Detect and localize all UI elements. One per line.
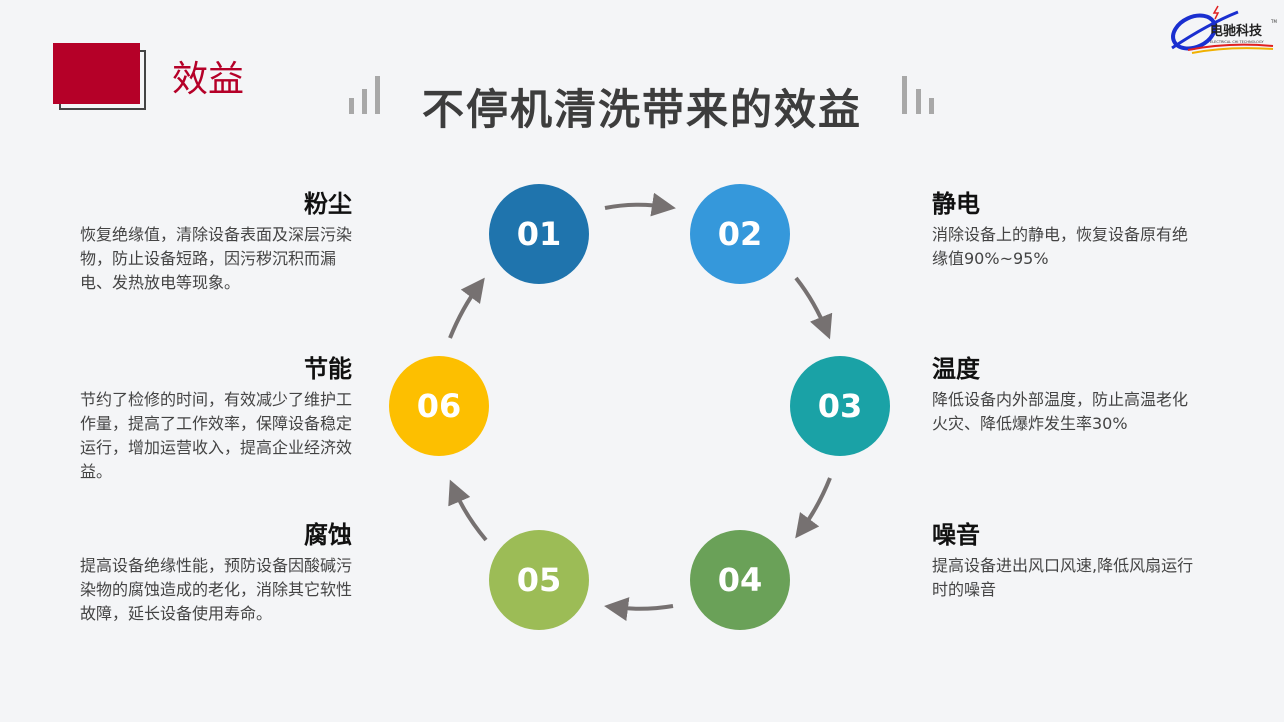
benefit-desc: 节约了检修的时间，有效减少了维护工作量，提高了工作效率，保障设备稳定运行，增加运… (80, 390, 353, 481)
benefit-title: 节能 (304, 355, 352, 383)
section-tag-block (53, 43, 140, 104)
arrow-01-02 (604, 192, 676, 217)
main-title: 不停机清洗带来的效益 (421, 85, 862, 134)
benefit-title: 粉尘 (304, 190, 352, 218)
benefit-title: 腐蚀 (304, 521, 352, 549)
benefit-desc: 提高设备进出风口风速,降低风扇运行时的噪音 (932, 556, 1194, 599)
step-circle-01: 01 (489, 184, 589, 284)
benefit-desc: 恢复绝缘值，清除设备表面及深层污染物，防止设备短路，因污秽沉积而漏电、发热放电等… (80, 225, 353, 292)
step-circle-03: 03 (790, 356, 890, 456)
title-deco-bar (916, 89, 921, 114)
benefit-noise: 噪音 提高设备进出风口风速,降低风扇运行时的噪音 (932, 515, 1202, 602)
section-title: 效益 (172, 59, 245, 100)
step-circle-06: 06 (389, 356, 489, 456)
arrow-06-01 (448, 277, 485, 339)
benefit-temperature: 温度 降低设备内外部温度，防止高温老化火灾、降低爆炸发生率30% (932, 349, 1202, 436)
step-circle-02: 02 (690, 184, 790, 284)
title-deco-bar (349, 98, 354, 114)
svg-text:ELECTRICAL CHI TECHNOLOGY: ELECTRICAL CHI TECHNOLOGY (1210, 40, 1264, 44)
benefit-desc: 提高设备绝缘性能，预防设备因酸碱污染物的腐蚀造成的老化，消除其它软性故障，延长设… (80, 556, 353, 623)
benefit-energy-saving: 节能 节约了检修的时间，有效减少了维护工作量，提高了工作效率，保障设备稳定运行，… (80, 349, 352, 484)
benefit-title: 温度 (932, 355, 980, 383)
benefit-corrosion: 腐蚀 提高设备绝缘性能，预防设备因酸碱污染物的腐蚀造成的老化，消除其它软性故障，… (80, 515, 352, 626)
benefit-title: 噪音 (932, 521, 980, 549)
benefit-dust: 粉尘 恢复绝缘值，清除设备表面及深层污染物，防止设备短路，因污秽沉积而漏电、发热… (80, 184, 352, 295)
benefit-desc: 消除设备上的静电，恢复设备原有绝缘值90%~95% (932, 225, 1189, 268)
arrow-03-04 (795, 477, 832, 539)
title-deco-bar (902, 76, 907, 114)
step-circle-04: 04 (690, 530, 790, 630)
svg-text:电驰科技: 电驰科技 (1210, 23, 1263, 39)
title-deco-bar (375, 76, 380, 114)
arrow-04-05 (604, 597, 674, 621)
title-deco-bar (929, 98, 934, 114)
title-deco-bar (362, 89, 367, 114)
arrow-05-06 (448, 479, 488, 542)
company-logo: 电驰科技 ELECTRICAL CHI TECHNOLOGY TM (1171, 5, 1277, 54)
benefit-title: 静电 (932, 190, 980, 218)
step-circle-05: 05 (489, 530, 589, 630)
benefit-static: 静电 消除设备上的静电，恢复设备原有绝缘值90%~95% (932, 184, 1202, 271)
arrow-02-03 (794, 276, 833, 340)
benefit-desc: 降低设备内外部温度，防止高温老化火灾、降低爆炸发生率30% (932, 390, 1189, 433)
svg-text:TM: TM (1270, 19, 1277, 24)
